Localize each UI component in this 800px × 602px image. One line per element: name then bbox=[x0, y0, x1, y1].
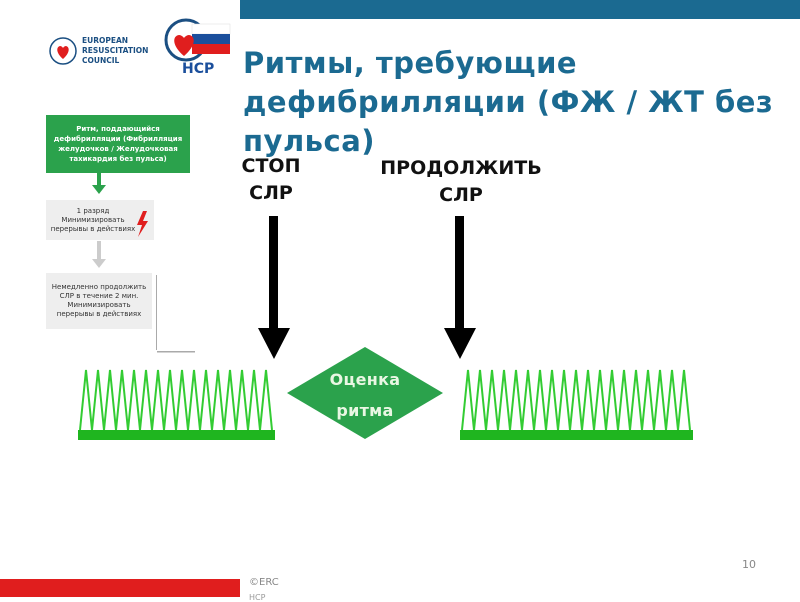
logo-area: EUROPEAN RESUSCITATION COUNCIL НСР bbox=[0, 0, 240, 90]
continue-cpr-label: ПРОДОЛЖИТЬ СЛР bbox=[380, 157, 542, 206]
rhythm-check-diamond bbox=[287, 347, 443, 439]
algorithm-connectors bbox=[92, 173, 195, 353]
cpr-box: Немедленно продолжить СЛР в течение 2 ми… bbox=[46, 273, 152, 329]
arrow-down-icon bbox=[269, 216, 278, 330]
algorithm-fragment: Ритм, поддающийся дефибрилляции (Фибрилл… bbox=[46, 115, 196, 355]
heart-lungs-icon bbox=[49, 37, 77, 65]
baseline-bar-right bbox=[460, 430, 693, 440]
baseline-bar-left bbox=[78, 430, 275, 440]
footer-red-bar bbox=[0, 579, 240, 597]
top-bar bbox=[240, 0, 800, 19]
flag-heart-icon: НСР bbox=[164, 18, 231, 77]
stop-cpr-label: СТОП СЛР bbox=[241, 155, 301, 204]
slide-title: Ритмы, требующие дефибрилляции (ФЖ / ЖТ … bbox=[243, 46, 774, 158]
page-number: 10 bbox=[742, 558, 756, 571]
rhythm-check-text: Оценка ритма bbox=[329, 370, 401, 420]
vf-waveform-right bbox=[461, 369, 691, 431]
shock-box: 1 разряд Минимизировать перерывы в дейст… bbox=[46, 200, 154, 240]
copyright-subtext: НСР bbox=[249, 593, 266, 602]
vf-waveform-left bbox=[79, 369, 273, 431]
lightning-icon bbox=[137, 211, 148, 237]
erc-logo-text: EUROPEAN RESUSCITATION COUNCIL bbox=[82, 36, 149, 65]
shockable-rhythm-box: Ритм, поддающийся дефибрилляции (Фибрилл… bbox=[46, 115, 190, 173]
arrow-down-icon bbox=[455, 216, 464, 330]
ncr-logo-text: НСР bbox=[182, 61, 214, 77]
copyright-text: ©ERC bbox=[249, 577, 279, 588]
